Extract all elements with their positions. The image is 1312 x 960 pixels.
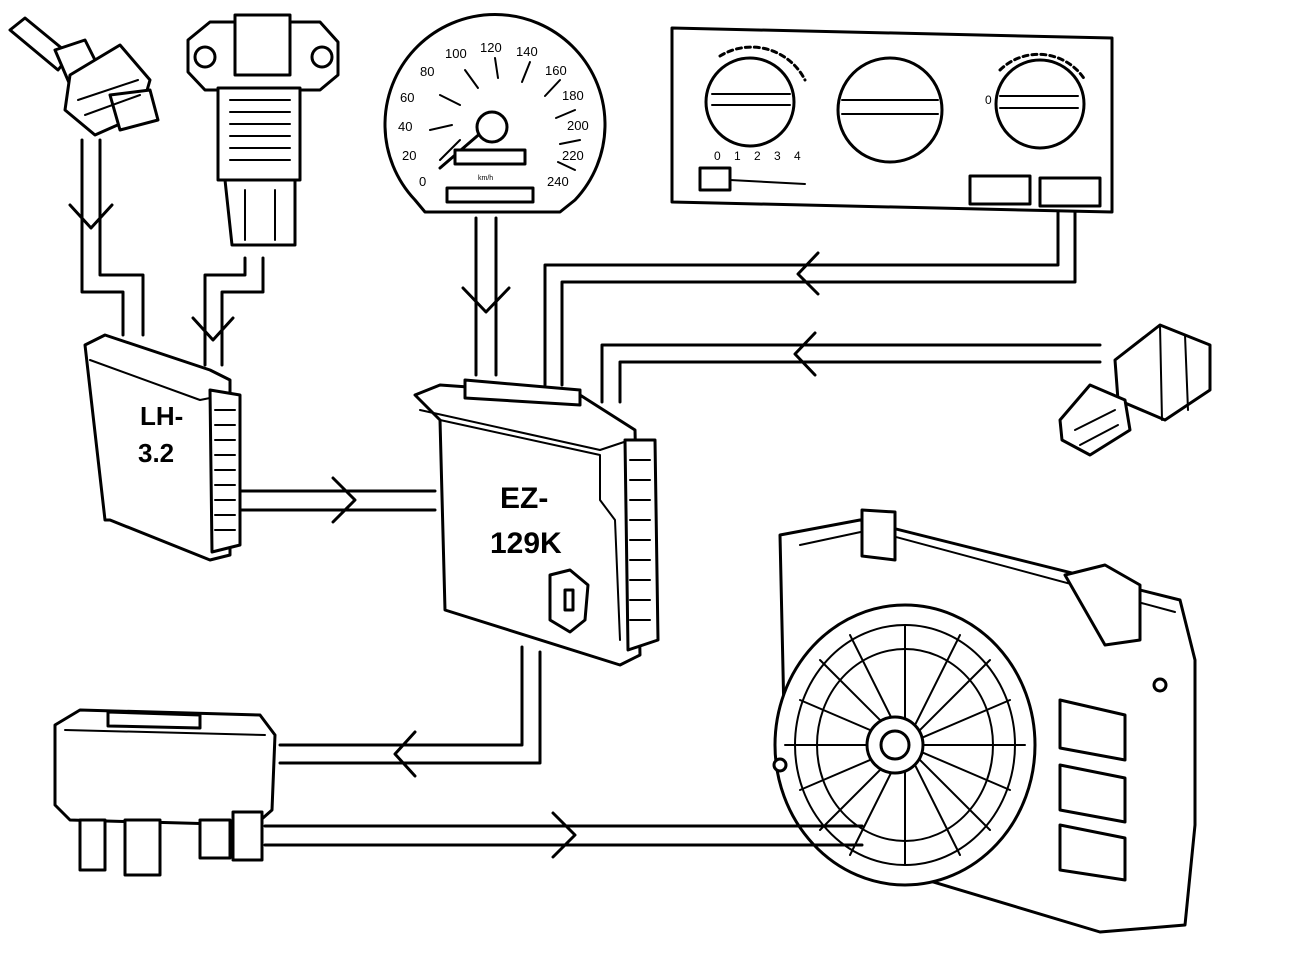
speed-mark-160: 160 <box>545 63 567 78</box>
speed-mark-0: 0 <box>419 174 426 189</box>
arrow-relay-to-fan <box>263 824 864 847</box>
temperature-sensor <box>8 16 160 137</box>
speed-mark-140: 140 <box>516 44 538 59</box>
fan-mark-2: 2 <box>754 149 761 163</box>
arrow-relay-to-fan-head <box>551 811 577 859</box>
arrow-pressure-to-ez <box>600 343 1102 404</box>
ez-ecu: EZ- 129K <box>413 378 660 667</box>
signal-arrows <box>68 138 1102 859</box>
lh-ecu-label-line2: 3.2 <box>138 438 174 468</box>
speed-mark-80: 80 <box>420 64 434 79</box>
speed-unit: km/h <box>478 175 493 182</box>
fan-relay <box>53 708 277 877</box>
speed-mark-60: 60 <box>400 90 414 105</box>
speed-mark-220: 220 <box>562 148 584 163</box>
arrow-climate-to-ez <box>543 210 1077 387</box>
arrow-lh-to-ez <box>238 489 437 512</box>
speed-mark-20: 20 <box>402 148 416 163</box>
arrow-airmeter-to-lh <box>203 256 265 367</box>
arrow-climate-to-ez-head <box>796 251 820 296</box>
fan-mark-3: 3 <box>774 149 781 163</box>
temp-dial-zero: 0 <box>985 93 992 107</box>
arrow-speedo-to-ez <box>474 216 498 377</box>
arrow-ez-to-relay-head <box>393 730 417 778</box>
arrow-airmeter-to-lh-head <box>191 316 235 342</box>
arrow-temp-to-lh-head <box>68 203 114 230</box>
ez-ecu-label-line2: 129K <box>490 527 562 560</box>
ez-ecu-label-line1: EZ- <box>500 482 548 515</box>
arrow-speedo-to-ez-head <box>461 286 511 314</box>
fan-mark-4: 4 <box>794 149 801 163</box>
arrow-temp-to-lh <box>80 138 145 337</box>
speed-mark-40: 40 <box>398 119 412 134</box>
arrow-pressure-to-ez-head <box>793 331 817 377</box>
arrow-lh-to-ez-head <box>331 476 357 524</box>
speed-mark-200: 200 <box>567 118 589 133</box>
fan-mark-1: 1 <box>734 149 741 163</box>
speed-mark-120: 120 <box>480 40 502 55</box>
lh-ecu: LH- 3.2 <box>83 333 242 562</box>
air-mass-meter <box>186 13 340 247</box>
fan-mark-0: 0 <box>714 149 721 163</box>
pressure-switch <box>1058 323 1212 457</box>
speed-mark-100: 100 <box>445 46 467 61</box>
speedometer: 0 20 40 60 80 100 120 140 160 180 200 22… <box>383 13 607 214</box>
climate-panel: 0 1 2 3 4 0 <box>670 26 1114 214</box>
speed-mark-180: 180 <box>562 88 584 103</box>
arrow-ez-to-relay <box>278 645 542 765</box>
radiator-fan-assembly <box>772 508 1197 934</box>
speed-mark-240: 240 <box>547 174 569 189</box>
lh-ecu-label-line1: LH- <box>140 401 183 431</box>
